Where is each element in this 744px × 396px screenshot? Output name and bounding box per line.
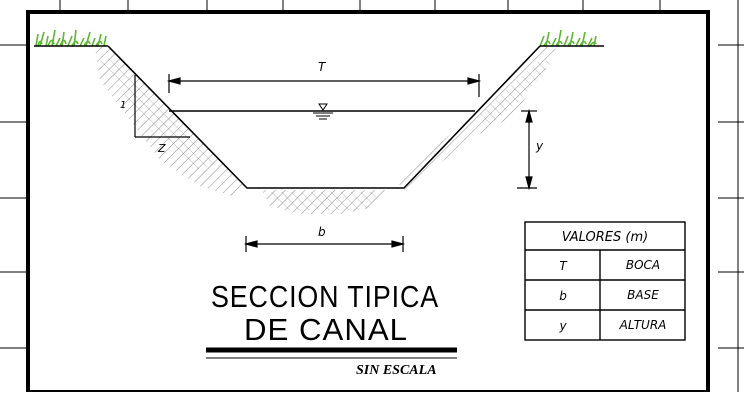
grass-right (539, 29, 597, 47)
table-row-label: BASE (627, 288, 659, 302)
values-table (524, 221, 686, 341)
dimension-y-label: y (535, 139, 544, 153)
slope-label-1: 1 (120, 100, 126, 111)
dimension-T-label: T (318, 60, 327, 74)
table-row-symbol: T (559, 259, 568, 273)
slope-indicator (134, 75, 190, 138)
title-line-1: SECCION TIPICA (211, 279, 439, 314)
dimension-b-label: b (318, 225, 326, 239)
dimension-y (517, 108, 537, 191)
soil-hatch-bottom (262, 190, 386, 214)
table-row-label: BOCA (626, 258, 660, 272)
table-row-label: ALTURA (619, 318, 667, 332)
grass-left (35, 29, 107, 47)
table-header: VALORES (m) (562, 230, 648, 245)
soil-hatch-left (95, 46, 247, 196)
scale-note: SIN ESCALA (356, 363, 437, 378)
dimension-b (243, 236, 406, 252)
water-level-symbol (313, 103, 333, 120)
slope-label-z: Z (157, 142, 166, 155)
dimension-T (166, 74, 482, 97)
canal-profile (107, 45, 541, 189)
table-row-symbol: b (559, 289, 567, 303)
table-row-symbol: y (558, 319, 567, 333)
title-line-2: DE CANAL (244, 312, 408, 347)
